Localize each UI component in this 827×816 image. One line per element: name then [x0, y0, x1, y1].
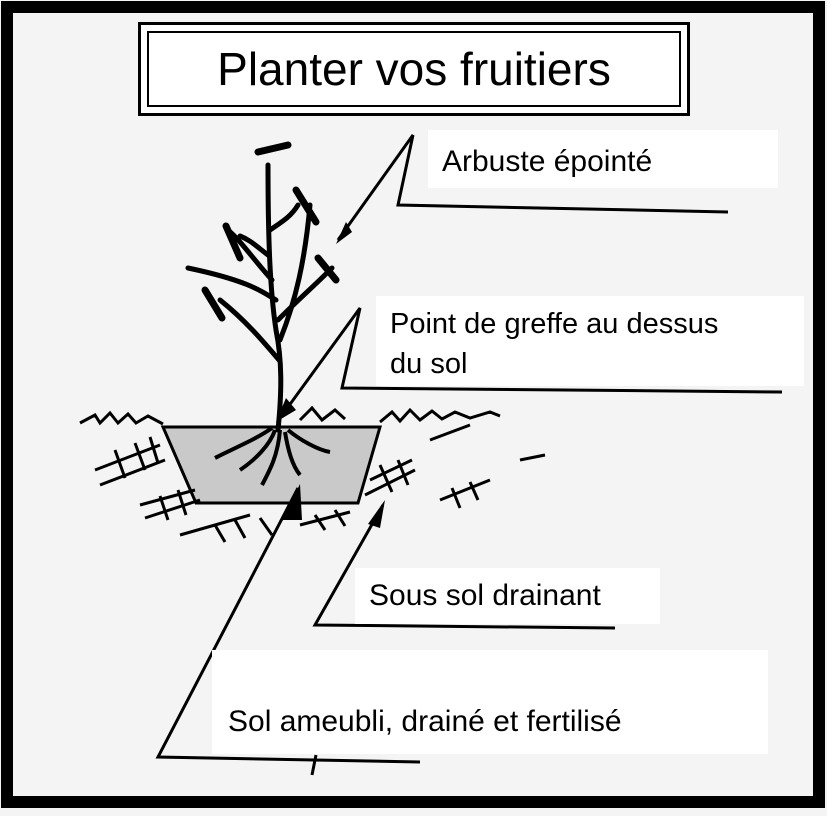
label-graft-line2: du sol: [390, 348, 468, 380]
label-graft: Point de greffe au dessus du sol: [376, 296, 804, 386]
pointer-lines: [155, 134, 783, 776]
label-soil: Sol ameubli, drainé et fertilisé: [212, 650, 768, 754]
label-shrub: Arbuste épointé: [428, 130, 778, 188]
tree-roots: [214, 426, 331, 486]
label-graft-line1: Point de greffe au dessus: [390, 308, 719, 340]
label-shrub-text: Arbuste épointé: [442, 145, 653, 178]
ground-grass-line: [79, 405, 501, 426]
pruning-cut-marks: [201, 141, 340, 322]
label-subsoil-text: Sous sol drainant: [369, 579, 601, 612]
label-soil-text: Sol ameubli, drainé et fertilisé: [228, 705, 622, 738]
title-frame: Planter vos fruitiers: [138, 22, 690, 116]
arrowheads: [276, 222, 385, 528]
soil-hatching: [94, 423, 546, 543]
title-inner-frame: Planter vos fruitiers: [147, 31, 681, 107]
page-title: Planter vos fruitiers: [217, 43, 611, 95]
label-subsoil: Sous sol drainant: [355, 568, 660, 624]
